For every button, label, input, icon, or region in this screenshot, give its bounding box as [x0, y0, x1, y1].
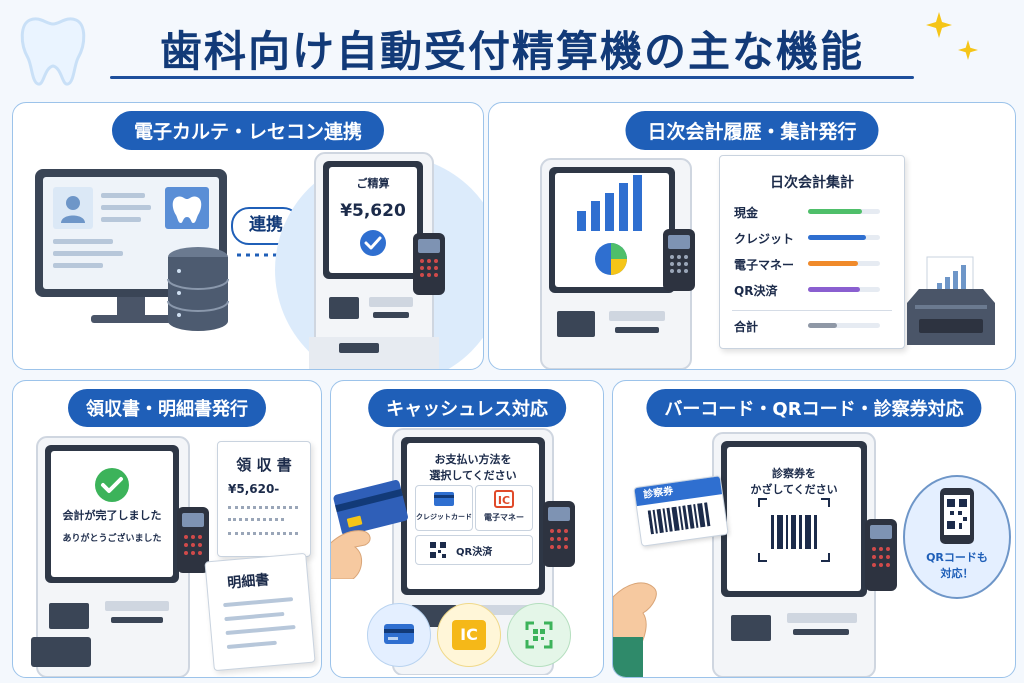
title-underline — [110, 76, 914, 79]
report-row-label: QR決済 — [734, 284, 778, 298]
panel-heading: 電子カルテ・レセコン連携 — [111, 111, 385, 150]
smartphone-icon — [940, 488, 974, 544]
payment-terminal — [865, 519, 897, 591]
hand-holding-card — [613, 582, 657, 677]
payment-terminal — [413, 233, 445, 295]
header: 歯科向け自動受付精算機の主な機能 — [0, 0, 1024, 95]
credit-card-badge — [367, 603, 431, 667]
panel-emr-integration: 電子カルテ・レセコン連携 連携 — [12, 102, 484, 370]
screen-header: ご精算 — [356, 177, 390, 190]
ic-icon: IC — [452, 620, 486, 650]
panel-receipt-issuance: 領収書・明細書発行 会計が完了しました ありがとうございました 領 収 書 ¥5… — [12, 380, 322, 678]
panel-heading: 領収書・明細書発行 — [68, 389, 266, 427]
report-row-label: 現金 — [734, 206, 759, 220]
panel-cashless: キャッシュレス対応 お支払い方法を 選択してください クレジットカード IC 電… — [330, 380, 604, 678]
option-label: QR決済 — [456, 547, 493, 558]
report-row-bar-fill — [808, 287, 860, 292]
report-row-bar-fill — [808, 323, 837, 328]
patient-card: 診察券 — [633, 475, 729, 547]
option-credit-card[interactable]: クレジットカード — [415, 485, 473, 531]
report-row-bar-fill — [808, 261, 858, 266]
receipt-amount: ¥5,620- — [228, 482, 280, 496]
qr-badge — [507, 603, 571, 667]
report-row-bar — [808, 287, 880, 292]
report-row-label: 電子マネー — [734, 258, 795, 272]
panel-heading: キャッシュレス対応 — [368, 389, 566, 427]
report-divider — [732, 310, 892, 311]
statement-document: 明細書 — [204, 552, 316, 672]
panel-barcode-qr: バーコード・QRコード・診察券対応 診察券を かざしてください 診察券 QRコー… — [612, 380, 1016, 678]
panel-heading: 日次会計履歴・集計発行 — [625, 111, 879, 150]
option-qr[interactable]: QR決済 — [415, 535, 533, 565]
kiosk-machine — [309, 152, 439, 369]
tooth-icon — [20, 17, 86, 86]
daily-report-sheet: 日次会計集計 現金クレジット電子マネー QR決済合計 — [719, 155, 905, 349]
report-row-bar — [808, 235, 880, 240]
option-label: 電子マネー — [484, 513, 524, 522]
credit-card-icon — [434, 492, 454, 506]
screen-submessage: 選択してください — [429, 469, 517, 482]
sparkle-icon — [926, 12, 952, 38]
report-row-label: 合計 — [734, 320, 759, 334]
report-row-bar — [808, 261, 880, 266]
qr-phone-bubble: QRコードも 対応！ — [903, 475, 1011, 599]
phone-caption-sub: 対応！ — [940, 567, 974, 580]
ic-icon: IC — [494, 490, 514, 508]
kiosk-machine — [540, 158, 692, 369]
database-icon — [167, 247, 229, 331]
payment-terminal — [177, 507, 209, 573]
report-row-bar — [808, 323, 880, 328]
kiosk-machine — [712, 432, 876, 677]
qr-code-icon — [430, 542, 446, 558]
screen-submessage: かざしてください — [750, 483, 838, 496]
kiosk-machine — [31, 436, 190, 677]
panel-daily-accounting: 日次会計履歴・集計発行 日次会計集計 現金クレジット電子マネー QR決済合計 — [488, 102, 1016, 370]
printer-icon — [907, 256, 995, 345]
receipt-title: 領 収 書 — [236, 456, 292, 474]
screen-message: 診察券を — [772, 467, 816, 480]
option-label: クレジットカード — [416, 513, 472, 521]
statement-title: 明細書 — [226, 572, 270, 592]
payment-amount: ¥5,620 — [340, 201, 406, 221]
barcode-icon — [647, 502, 711, 535]
screen-submessage: ありがとうございました — [62, 534, 162, 544]
payment-terminal — [543, 501, 575, 567]
payment-terminal — [663, 229, 695, 291]
report-row-label: クレジット — [734, 232, 795, 246]
credit-card-icon — [384, 624, 414, 644]
screen-message: 会計が完了しました — [62, 509, 162, 522]
sparkle-icon — [958, 40, 978, 60]
page-title: 歯科向け自動受付精算機の主な機能 — [159, 27, 864, 76]
option-emoney[interactable]: IC 電子マネー — [475, 485, 533, 531]
phone-caption: QRコードも — [926, 551, 988, 564]
receipt-document: 領 収 書 ¥5,620- — [217, 441, 311, 557]
panel-heading: バーコード・QRコード・診察券対応 — [646, 389, 982, 427]
qr-scan-icon — [525, 621, 553, 649]
report-row-bar-fill — [808, 209, 862, 214]
report-row-bar — [808, 209, 880, 214]
emoney-badge: IC — [437, 603, 501, 667]
hand-holding-card — [331, 480, 408, 579]
report-row-bar-fill — [808, 235, 866, 240]
screen-message: お支払い方法を — [434, 453, 512, 466]
report-title: 日次会計集計 — [770, 175, 854, 191]
